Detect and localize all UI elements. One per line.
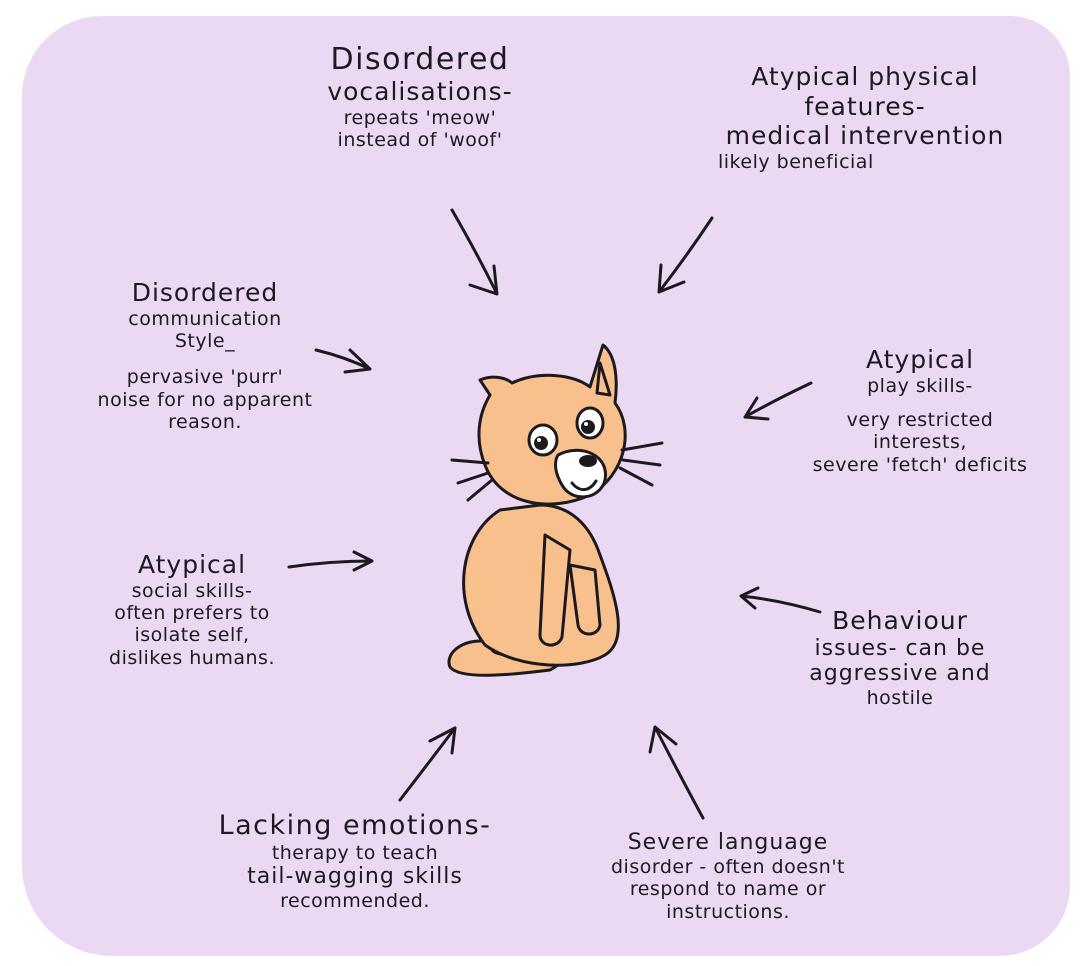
- label-lacking-emotions: Lacking emotions- therapy to teach tail-…: [205, 810, 505, 913]
- social-heading-line-1: Atypical: [92, 550, 292, 580]
- play-heading-line-1: Atypical: [770, 345, 1070, 375]
- label-disordered-communication-style: Disordered communication Style_ pervasiv…: [80, 278, 330, 434]
- behaviour-detail-line-2: aggressive and: [790, 661, 1010, 687]
- social-heading-line-2: social skills-: [92, 580, 292, 602]
- social-detail-line-1: often prefers to: [92, 602, 292, 624]
- physical-detail-line-1: medical intervention: [700, 121, 1030, 151]
- label-disordered-vocalisations: Disordered vocalisations- repeats 'meow'…: [295, 42, 545, 152]
- play-detail-line-2: interests,: [770, 431, 1070, 453]
- label-atypical-social-skills: Atypical social skills- often prefers to…: [92, 550, 292, 669]
- vocal-detail-line-1: repeats 'meow': [295, 107, 545, 129]
- cat-whiskers-right: [620, 443, 662, 485]
- communication-heading-line-3: Style_: [80, 330, 330, 352]
- cat-pupil-right: [581, 420, 595, 434]
- language-detail-line-1: disorder - often doesn't: [578, 856, 878, 878]
- label-atypical-physical-features: Atypical physical features- medical inte…: [700, 62, 1030, 173]
- vocal-detail-line-2: instead of 'woof': [295, 129, 545, 151]
- play-detail-line-3: severe 'fetch' deficits: [770, 454, 1070, 476]
- vocal-heading-line-2: vocalisations-: [295, 77, 545, 107]
- communication-detail-line-3: reason.: [80, 411, 330, 433]
- label-behaviour-issues: Behaviour issues- can be aggressive and …: [790, 606, 1010, 710]
- play-detail-line-1: very restricted: [770, 409, 1070, 431]
- communication-heading-line-2: communication: [80, 308, 330, 330]
- label-severe-language-disorder: Severe language disorder - often doesn't…: [578, 830, 878, 923]
- language-heading-line-1: Severe language: [578, 830, 878, 856]
- communication-detail-line-2: noise for no apparent: [80, 389, 330, 411]
- cat-illustration: [440, 335, 680, 700]
- emotions-detail-line-2: tail-wagging skills: [205, 864, 505, 890]
- label-atypical-play-skills: Atypical play skills- very restricted in…: [770, 345, 1070, 476]
- vocal-heading-line-1: Disordered: [295, 42, 545, 77]
- play-heading-line-2: play skills-: [770, 375, 1070, 397]
- emotions-detail-line-3: recommended.: [205, 890, 505, 912]
- language-detail-line-2: respond to name or: [578, 878, 878, 900]
- behaviour-detail-line-1: issues- can be: [790, 636, 1010, 662]
- emotions-heading-line-1: Lacking emotions-: [205, 810, 505, 842]
- physical-heading-line-2: features-: [700, 92, 1030, 122]
- social-detail-line-2: isolate self,: [92, 624, 292, 646]
- communication-heading-line-1: Disordered: [80, 278, 330, 308]
- language-detail-line-3: instructions.: [578, 901, 878, 923]
- physical-heading-line-1: Atypical physical: [700, 62, 1030, 92]
- cat-nose: [579, 455, 597, 467]
- social-detail-line-3: dislikes humans.: [92, 647, 292, 669]
- physical-detail-line-2: likely beneficial: [700, 151, 1030, 173]
- cat-pupil-left: [534, 436, 548, 450]
- behaviour-detail-line-3: hostile: [790, 687, 1010, 709]
- behaviour-heading-line-1: Behaviour: [790, 606, 1010, 636]
- emotions-detail-line-1: therapy to teach: [205, 842, 505, 864]
- communication-detail-line-1: pervasive 'purr': [80, 366, 330, 388]
